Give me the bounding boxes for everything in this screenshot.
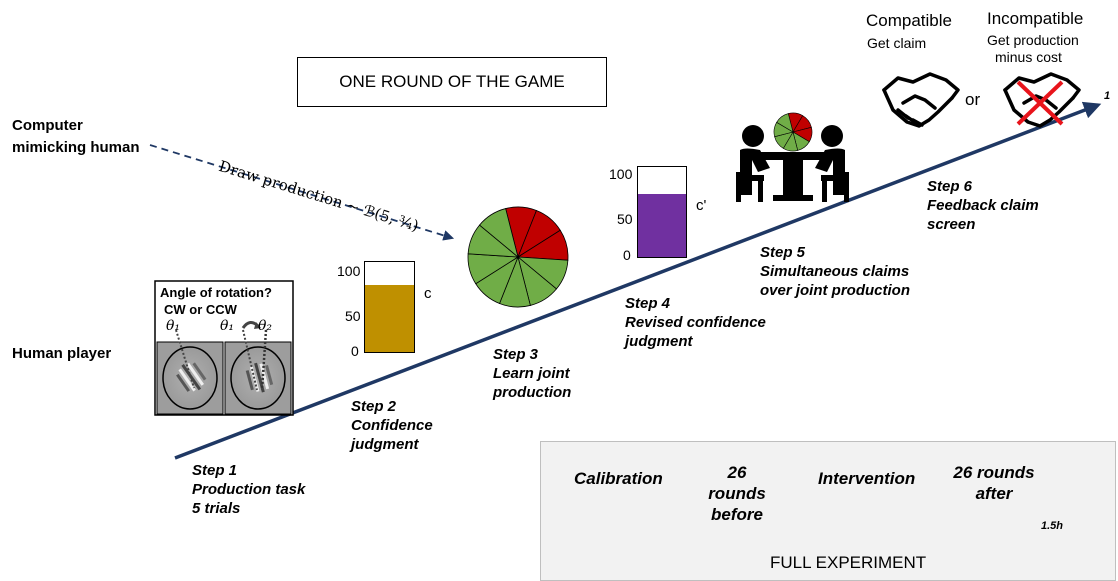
pie-slice	[478, 208, 519, 259]
step-2-desc-1: Confidence	[351, 417, 433, 434]
experiment-duration: 1.5h	[1041, 520, 1064, 532]
step-1-desc-1: Production task	[192, 481, 306, 498]
rotation-question: Angle of rotation?	[160, 285, 272, 300]
phase-calibration: Calibration	[574, 469, 663, 488]
phase-rounds-after: 26 rounds after	[953, 463, 1035, 503]
theta2-label: θ₂	[258, 318, 273, 334]
compatible-title: Compatible	[866, 11, 952, 30]
step-3-desc-1: Learn joint	[493, 365, 570, 382]
theta1-label: θ₁	[166, 318, 181, 334]
pie-slice	[776, 113, 794, 133]
human-agent-label: Human player	[12, 345, 112, 362]
timeline-arrow	[174, 101, 1102, 460]
incompatible-sub-1: Get production	[987, 32, 1079, 48]
phase-intervention: Intervention	[818, 469, 916, 488]
step-6-desc-2: screen	[927, 216, 976, 233]
step-3-title: Step 3	[493, 346, 539, 363]
handshake-icon	[882, 72, 960, 128]
step-4-title: Step 4	[625, 295, 671, 312]
step-1-desc-2: 5 trials	[192, 500, 241, 517]
gauge-tick-0: 0	[351, 343, 359, 359]
step-1: Step 1 Production task 5 trials	[192, 461, 305, 518]
step-4-desc-1: Revised confidence	[625, 314, 766, 331]
confidence-gauge	[364, 261, 415, 353]
phase-rounds-before: 26 rounds before	[708, 463, 766, 524]
step-5-title: Step 5	[760, 244, 806, 261]
step-5-desc-2: over joint production	[760, 282, 910, 299]
revised-gauge-fill	[638, 194, 686, 257]
confidence-label: c	[424, 285, 432, 302]
compatible-sub: Get claim	[867, 35, 927, 51]
round-title: ONE ROUND OF THE GAME	[297, 57, 607, 107]
step-4: Step 4 Revised confidence judgment	[625, 294, 766, 351]
step-6-title: Step 6	[927, 178, 973, 195]
computer-agent-label: Computer mimicking human	[12, 117, 140, 156]
confidence-gauge-fill	[365, 284, 414, 352]
step-2-desc-2: judgment	[351, 436, 419, 453]
revised-tick-100: 100	[609, 166, 633, 182]
joint-production-pie	[467, 206, 569, 308]
step-5-desc-1: Simultaneous claims	[760, 263, 910, 280]
step-5: Step 5 Simultaneous claims over joint pr…	[760, 243, 910, 300]
meeting-table-icon	[736, 125, 849, 202]
full-experiment-box	[540, 441, 1116, 581]
rotation-options: CW or CCW	[164, 302, 237, 317]
incompatible-sub-2: minus cost	[995, 49, 1062, 65]
full-experiment-caption: FULL EXPERIMENT	[770, 553, 927, 572]
revised-confidence-gauge	[637, 166, 687, 258]
computer-dashed-arrow	[149, 144, 455, 241]
step-6-desc-1: Feedback claim	[927, 197, 1039, 214]
revised-confidence-label: c'	[696, 197, 707, 214]
step-3: Step 3 Learn joint production	[493, 345, 571, 402]
handshake-crossed-icon	[1003, 72, 1081, 128]
step-6: Step 6 Feedback claim screen	[927, 177, 1039, 234]
revised-tick-0: 0	[623, 247, 631, 263]
gauge-tick-100: 100	[337, 263, 361, 279]
step-2: Step 2 Confidence judgment	[351, 397, 433, 454]
step-1-title: Step 1	[192, 462, 238, 479]
gauge-tick-50: 50	[345, 308, 361, 324]
step-2-title: Step 2	[351, 398, 397, 415]
timeline-end-label: 1	[1104, 90, 1111, 102]
theta1b-label: θ₁	[220, 318, 235, 334]
outcome-or: or	[965, 90, 981, 109]
step-4-desc-2: judgment	[625, 333, 693, 350]
claims-pie-icon	[773, 112, 813, 152]
step-3-desc-2: production	[493, 384, 572, 401]
production-task-panel	[154, 280, 294, 416]
revised-tick-50: 50	[617, 211, 633, 227]
incompatible-title: Incompatible	[987, 9, 1084, 28]
